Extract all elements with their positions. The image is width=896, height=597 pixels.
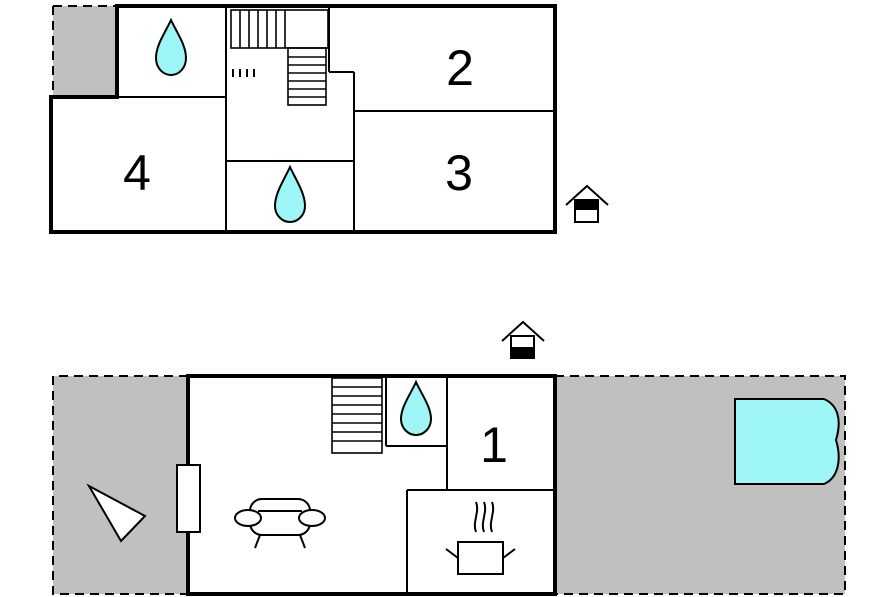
upper-floor: 2 3 4 (49, 4, 609, 234)
water-drop-icon (399, 379, 433, 437)
upper-terrace-edge (52, 5, 117, 97)
room-number-2: 2 (446, 40, 474, 96)
left-terrace (53, 376, 188, 594)
sun-lounger-icon (86, 483, 147, 543)
cooking-pot-icon (445, 501, 516, 575)
room-number-1: 1 (480, 417, 508, 473)
entrance-house-icon (565, 184, 609, 223)
entrance-house-icon (501, 320, 545, 359)
ground-interior-walls (385, 376, 555, 594)
upper-staircase-icon (230, 9, 329, 106)
door-icon (176, 464, 201, 533)
room-number-3: 3 (445, 145, 473, 201)
right-terrace-edge (555, 375, 846, 595)
water-drop-icon (273, 164, 307, 224)
sofa-icon (234, 498, 326, 549)
upper-terrace (53, 6, 117, 97)
upper-railing-icon (232, 69, 255, 77)
ground-staircase-icon (331, 377, 383, 454)
upper-interior-walls (117, 6, 555, 232)
room-number-4: 4 (123, 145, 151, 201)
left-terrace-edge (52, 375, 188, 595)
pool-icon (734, 398, 840, 485)
water-drop-icon (154, 17, 188, 77)
ground-floor: 1 (52, 320, 846, 596)
